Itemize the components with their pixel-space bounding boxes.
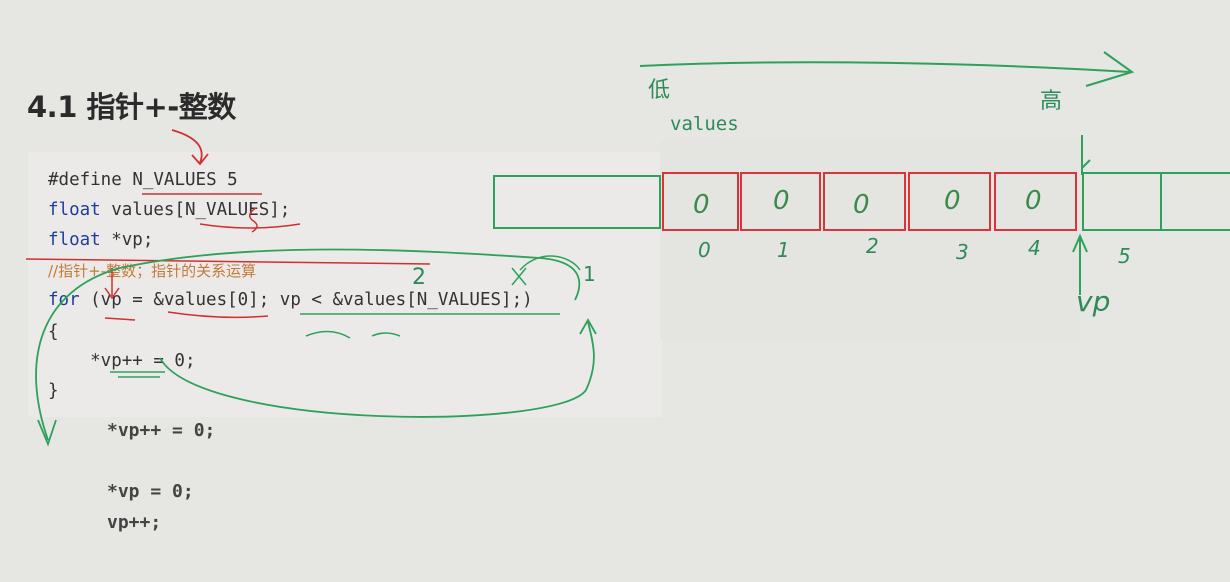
green-return-loop [159, 321, 595, 418]
cell-value-0: 0 [693, 190, 710, 220]
direction-arrow [639, 61, 1131, 73]
define-value: 5 [227, 170, 238, 190]
green-return-arrow-head [579, 318, 597, 335]
code-panel [28, 152, 662, 417]
green-loop-arrow-head [37, 419, 57, 447]
red-arrow-to-nvalues [171, 129, 209, 166]
cell-value-4: 0 [1025, 186, 1042, 216]
green-x-mark [511, 267, 527, 286]
annotation-step-2: 2 [412, 265, 426, 290]
index-3: 3 [956, 240, 969, 264]
code-line-open-brace: { [48, 322, 59, 342]
index-5: 5 [1118, 244, 1131, 268]
pointer-label: vp [1076, 285, 1111, 318]
green-curl [519, 255, 581, 271]
index-4: 4 [1028, 236, 1041, 260]
cell-value-1: 0 [773, 186, 790, 216]
section-title: 4.1 指针+-整数 [27, 90, 236, 124]
red-arrow-vp [104, 268, 120, 300]
code-line-close-brace: } [48, 381, 59, 401]
index-2: 2 [866, 234, 879, 258]
keyword-float: float [48, 230, 101, 250]
explain-line-2: *vp = 0; [107, 481, 194, 502]
define-name: N_VALUES [132, 170, 217, 190]
green-loop-big [35, 248, 581, 441]
index-1: 1 [777, 238, 790, 262]
label-high: 高 [1040, 89, 1063, 114]
keyword-float: float [48, 200, 101, 220]
code-line-body: *vp++ = 0; [48, 351, 196, 371]
direction-arrow-head [1085, 51, 1135, 87]
vp-decl-rest: *vp; [100, 230, 154, 250]
red-line-comment [25, 258, 431, 265]
memory-cell-before [493, 175, 661, 229]
label-low: 低 [648, 78, 671, 103]
red-5-mark [249, 207, 258, 233]
explain-line-3: vp++; [107, 512, 162, 533]
explain-line-1: *vp++ = 0; [107, 420, 216, 441]
values-decl-rest: values[N_VALUES]; [100, 200, 291, 220]
boundary-mark [1081, 135, 1091, 175]
array-cell-3 [908, 172, 991, 231]
array-name-label: values [670, 113, 739, 135]
code-line-define: #define N_VALUES 5 [48, 170, 238, 190]
code-line-vp-decl: float *vp; [48, 230, 153, 250]
red-underline-values0 [167, 311, 269, 319]
cell-value-2: 0 [853, 190, 870, 220]
code-line-for: for (vp = &values[0]; vp < &values[N_VAL… [48, 290, 533, 310]
index-0: 0 [698, 238, 711, 262]
array-cell-1 [740, 172, 821, 231]
annotation-step-1: 1 [583, 262, 596, 286]
code-line-values-decl: float values[N_VALUES]; [48, 200, 290, 220]
red-underline-vp [104, 317, 136, 321]
for-rest: (vp = &values[0]; vp < &values[N_VALUES]… [79, 290, 533, 310]
array-cell-2 [823, 172, 906, 231]
red-underline-nvalues [199, 223, 301, 229]
define-directive: #define [48, 170, 122, 190]
green-wave [305, 330, 401, 339]
green-underline-vpplus [110, 371, 165, 378]
array-cell-0 [662, 172, 739, 231]
array-cell-4 [994, 172, 1077, 231]
memory-cell-after-1 [1082, 172, 1162, 231]
cell-value-3: 0 [944, 186, 961, 216]
pointer-arrow-head [1072, 233, 1088, 253]
memory-cell-after-2 [1161, 172, 1230, 231]
